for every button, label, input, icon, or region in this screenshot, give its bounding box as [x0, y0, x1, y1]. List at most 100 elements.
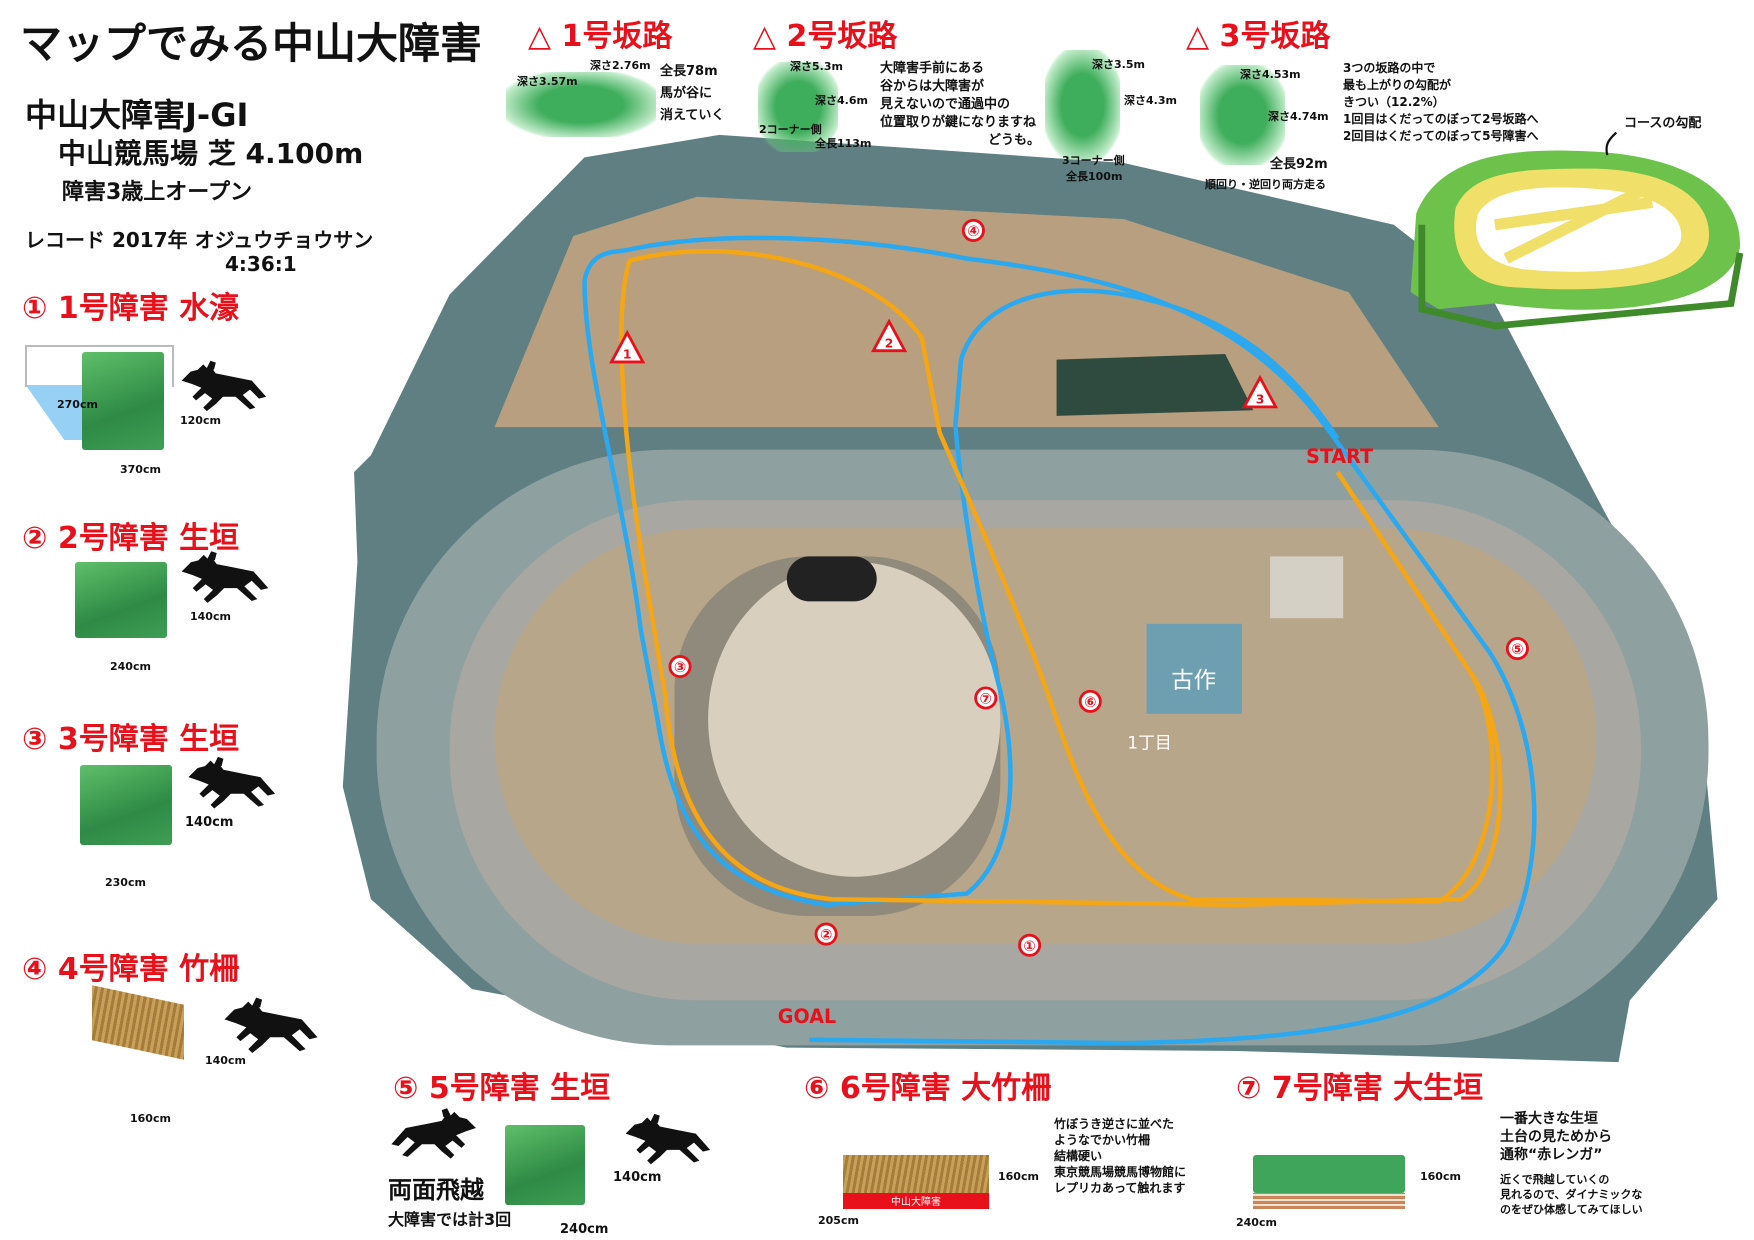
- grandstand: [708, 562, 1001, 877]
- slope-1-depth-a: 深さ3.57m: [517, 75, 578, 88]
- building: [1146, 623, 1243, 714]
- obstacle-4-title: ④ 4号障害 竹柵: [22, 952, 240, 987]
- svg-text:③: ③: [674, 659, 686, 676]
- horse-silhouette-2: [181, 551, 269, 603]
- slope-1-depth-b: 深さ2.76m: [590, 59, 651, 72]
- slope-marker-1[interactable]: 1: [609, 329, 646, 364]
- obstacle-6-banner: 中山大障害: [843, 1193, 989, 1209]
- obstacle-7-note2: 近くで飛越していくの見れるので、ダイナミックなのをぜひ体感してみてほしい: [1500, 1173, 1643, 1216]
- dim-length: 160cm: [130, 1112, 171, 1125]
- record-label: レコード 2017年 オジュウチョウサン: [25, 228, 374, 252]
- slope-3-title: △ 3号坂路: [1186, 19, 1331, 54]
- pond: [1056, 354, 1254, 416]
- marker-obstacle-6[interactable]: ⑥: [1078, 689, 1102, 713]
- marker-obstacle-2[interactable]: ②: [814, 922, 838, 946]
- slope-1-title: △ 1号坂路: [528, 19, 673, 54]
- pointer-arrow: [1605, 131, 1618, 156]
- marker-obstacle-3[interactable]: ③: [668, 655, 692, 679]
- dim-height: 160cm: [998, 1170, 1039, 1183]
- slope-2b-side: 3コーナー側: [1062, 154, 1125, 167]
- svg-text:2: 2: [885, 336, 894, 350]
- bamboo-fence: [843, 1155, 989, 1195]
- slope-marker-3[interactable]: 3: [1241, 374, 1279, 409]
- slope-2-terrain: [758, 62, 838, 152]
- dim-height: 140cm: [185, 815, 234, 830]
- slope-2b-depth-b: 深さ4.3m: [1124, 94, 1177, 107]
- dim-height: 140cm: [190, 610, 231, 623]
- slope-2b-length: 全長100m: [1066, 170, 1123, 183]
- dim-width: 270cm: [57, 398, 98, 411]
- obstacle-6-title: ⑥ 6号障害 大竹柵: [804, 1071, 1052, 1106]
- obstacle-7-note: 一番大きな生垣土台の見ためから通称“赤レンガ”: [1500, 1111, 1612, 1163]
- slope-2-depth-a: 深さ5.3m: [790, 60, 843, 73]
- page-title: マップでみる中山大障害: [20, 19, 483, 68]
- slope-3-depth-b: 深さ4.74m: [1268, 110, 1329, 123]
- pony-track: [786, 556, 877, 602]
- slope-3-length: 全長92m: [1270, 157, 1328, 172]
- route-orange: [619, 248, 1503, 908]
- svg-text:1: 1: [623, 348, 632, 362]
- hedge: [505, 1125, 585, 1205]
- obstacle-5-note: 大障害では計3回: [388, 1210, 512, 1229]
- obstacle-5-note: 両面飛越: [388, 1176, 484, 1204]
- hedge: [82, 352, 164, 450]
- slope-2-title: △ 2号坂路: [753, 19, 898, 54]
- obstacle-7-title: ⑦ 7号障害 大生垣: [1236, 1071, 1484, 1106]
- slope-3-terrain: [1200, 65, 1285, 165]
- svg-text:⑤: ⑤: [1511, 641, 1523, 658]
- svg-text:①: ①: [1023, 938, 1035, 955]
- svg-text:②: ②: [820, 927, 832, 944]
- slope-2b-terrain: [1045, 50, 1120, 160]
- goal-label: GOAL: [778, 1005, 836, 1028]
- dim-length: 240cm: [560, 1222, 609, 1237]
- obstacle-5-title: ⑤ 5号障害 生垣: [393, 1071, 611, 1106]
- marker-obstacle-1[interactable]: ①: [1018, 933, 1042, 957]
- marker-obstacle-5[interactable]: ⑤: [1505, 637, 1529, 661]
- obstacle-3-title: ③ 3号障害 生垣: [22, 722, 240, 757]
- obstacle-1-title: ① 1号障害 水濠: [22, 291, 240, 326]
- horse-silhouette-4: [224, 997, 318, 1054]
- slope-1-note: 消えていく: [660, 108, 725, 123]
- dim-height: 160cm: [1420, 1170, 1461, 1183]
- dim-depth: 205cm: [818, 1214, 859, 1227]
- svg-text:⑥: ⑥: [1084, 694, 1096, 711]
- dim-length: 370cm: [120, 463, 161, 476]
- dim-length: 230cm: [105, 876, 146, 889]
- dim-depth: 240cm: [1236, 1216, 1277, 1229]
- hedge: [1253, 1155, 1405, 1193]
- slope-2-length: 全長113m: [815, 137, 872, 150]
- area-label-1chome: 1丁目: [1127, 733, 1171, 753]
- fence: [25, 345, 174, 387]
- brick-base: [1253, 1193, 1405, 1209]
- svg-text:④: ④: [967, 223, 979, 240]
- obstacle-2-title: ② 2号障害 生垣: [22, 521, 240, 556]
- slope-2-depth-b: 深さ4.6m: [815, 94, 868, 107]
- horse-silhouette-1: [181, 360, 267, 412]
- marker-obstacle-4[interactable]: ④: [961, 218, 985, 242]
- slope-3-note: 3つの坂路の中で最も上がりの勾配がきつい（12.2%）1回目はくだってのぼって2…: [1343, 61, 1539, 143]
- route-blue: [582, 235, 1537, 1046]
- dim-height: 120cm: [180, 414, 221, 427]
- slope-marker-2[interactable]: 2: [870, 318, 908, 353]
- horse-silhouette-5a: [391, 1108, 476, 1159]
- dim-height: 140cm: [205, 1054, 246, 1067]
- slope-3-depth-a: 深さ4.53m: [1240, 68, 1301, 81]
- gradient-label: コースの勾配: [1624, 116, 1702, 131]
- slope-2-note: 大障害手前にある谷からは大障害が見えないので通過中の位置取りが鍵になりますねどう…: [880, 61, 1040, 148]
- marker-obstacle-7[interactable]: ⑦: [974, 686, 998, 710]
- hedge: [80, 765, 172, 845]
- obstacle-6-note: 竹ぼうき逆さに並べたようなでかい竹柵結構硬い東京競馬場競馬博物館にレプリカあって…: [1054, 1117, 1187, 1195]
- race-class: 障害3歳上オープン: [62, 180, 252, 205]
- slope-2-side: 2コーナー側: [759, 123, 822, 136]
- dim-length: 240cm: [110, 660, 151, 673]
- course-gradient-diagram: [1410, 150, 1744, 330]
- area-label-kosaku: 古作: [1171, 668, 1216, 694]
- race-name: 中山大障害J-GI: [25, 96, 249, 134]
- slope-1-terrain: [506, 72, 656, 137]
- horse-silhouette-3: [188, 756, 276, 809]
- horse-silhouette-5b: [625, 1113, 711, 1165]
- record-time: 4:36:1: [225, 252, 297, 276]
- dim-height: 140cm: [613, 1170, 662, 1185]
- start-label: START: [1306, 445, 1373, 468]
